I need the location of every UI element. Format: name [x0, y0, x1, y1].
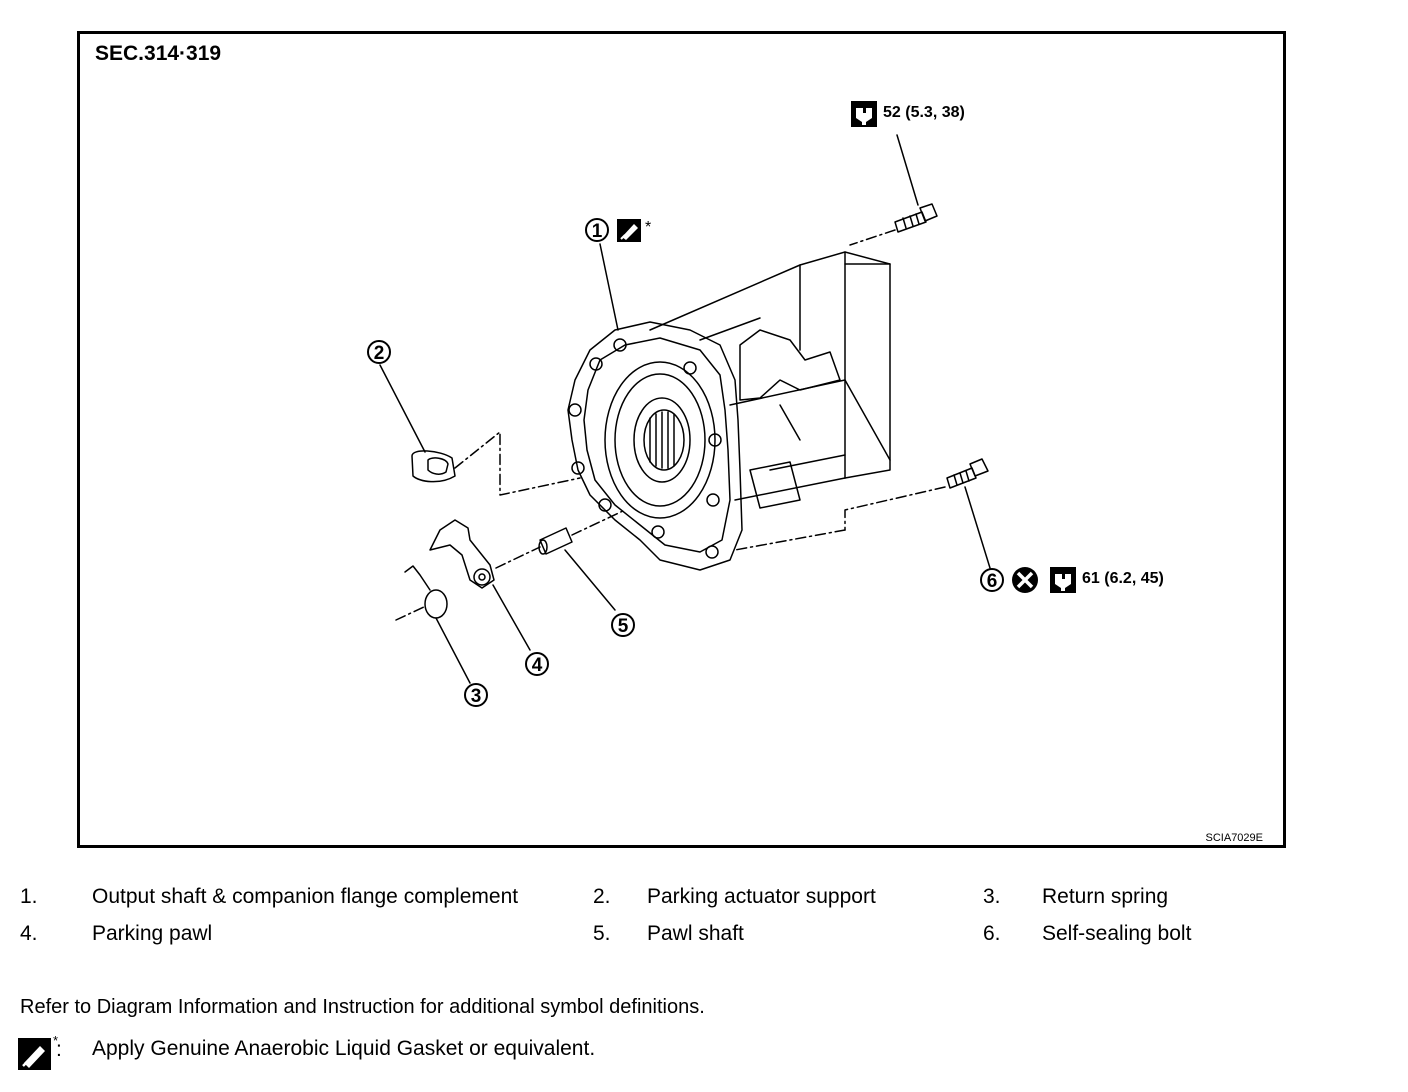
legend-label-6: Self-sealing bolt	[1042, 922, 1192, 945]
legend-label-4: Parking pawl	[92, 922, 213, 945]
section-label: SEC.314·319	[95, 42, 222, 65]
refer-note: Refer to Diagram Information and Instruc…	[20, 996, 705, 1018]
callout-5-number: 5	[618, 616, 629, 637]
parking-pawl-shape	[429, 519, 495, 589]
torque-wrench-icon	[851, 101, 877, 127]
torque-wrench-icon	[1050, 567, 1076, 593]
torque-spec-top: 52 (5.3, 38)	[883, 104, 965, 121]
legend-label-5: Pawl shaft	[647, 922, 744, 945]
legend-num-4: 4.	[20, 922, 38, 945]
top-bolt	[894, 203, 938, 233]
legend-num-2: 2.	[593, 885, 611, 908]
callout-2-number: 2	[374, 343, 385, 364]
torque-spec-bottom: 61 (6.2, 45)	[1082, 570, 1164, 587]
callout-4-number: 4	[532, 655, 543, 676]
parking-actuator-support	[411, 450, 456, 483]
legend-label-1: Output shaft & companion flange compleme…	[92, 885, 519, 908]
liquid-gasket-icon	[617, 219, 641, 242]
pawl-shaft-shape	[538, 527, 573, 555]
callout-1: 1	[585, 218, 609, 242]
do-not-reuse-icon	[1012, 567, 1038, 593]
return-spring-shape	[404, 565, 448, 619]
legend-num-6: 6.	[983, 922, 1001, 945]
callout-4: 4	[525, 652, 549, 676]
liquid-gasket-icon	[18, 1038, 51, 1070]
legend-num-1: 1.	[20, 885, 38, 908]
companion-flange	[604, 361, 716, 519]
legend-label-3: Return spring	[1042, 885, 1169, 908]
callout-5: 5	[611, 613, 635, 637]
legend-num-3: 3.	[983, 885, 1001, 908]
legend-num-5: 5.	[593, 922, 611, 945]
case-outline	[649, 251, 891, 501]
legend-label-2: Parking actuator support	[647, 885, 876, 908]
callout-1-suffix: *	[645, 219, 651, 236]
callout-6: 6	[980, 568, 1004, 592]
callout-6-number: 6	[987, 571, 998, 592]
callout-1-number: 1	[592, 221, 603, 242]
gasket-note: Apply Genuine Anaerobic Liquid Gasket or…	[92, 1037, 596, 1060]
case-flange	[567, 321, 743, 571]
note-colon: :	[56, 1038, 62, 1061]
callout-3: 3	[464, 683, 488, 707]
bottom-bolt	[946, 458, 989, 489]
diagram-frame	[77, 31, 1286, 848]
figure-id: SCIA7029E	[1205, 832, 1263, 844]
callout-3-number: 3	[471, 686, 482, 707]
callout-2: 2	[367, 340, 391, 364]
note-star: *	[53, 1033, 59, 1048]
